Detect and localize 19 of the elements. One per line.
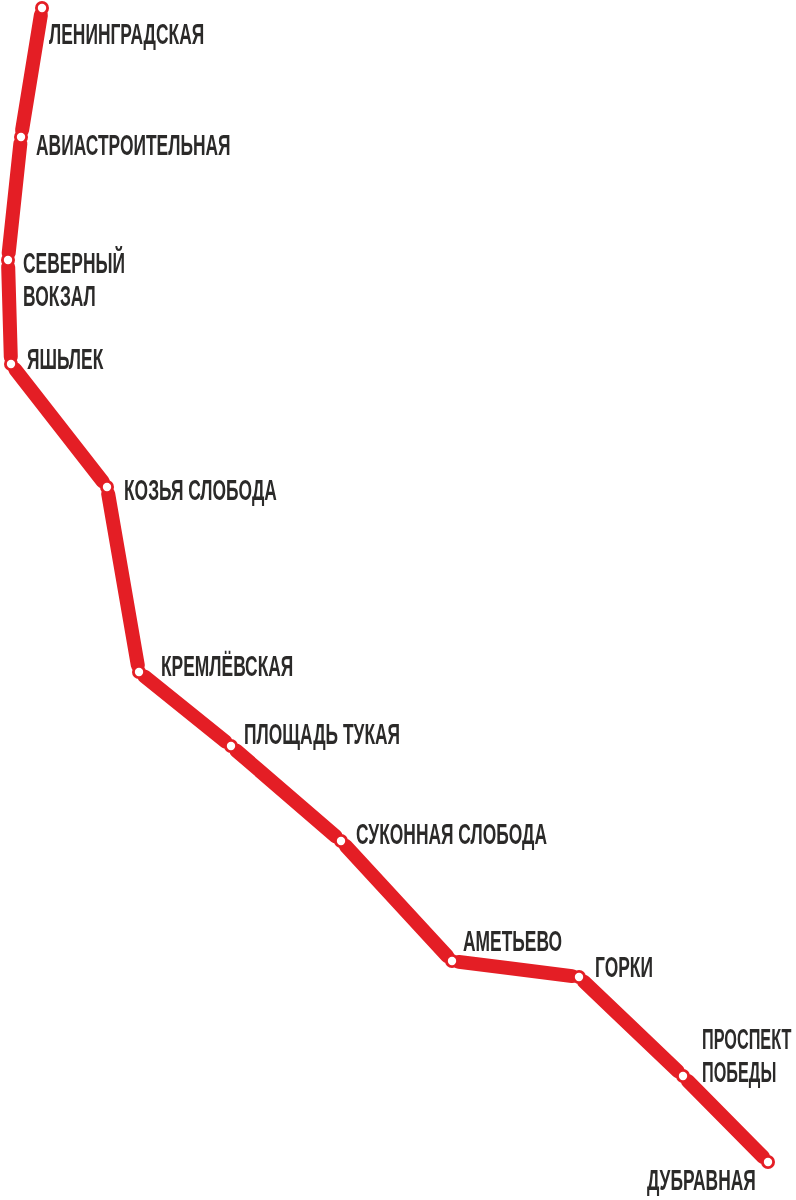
station-name: ГОРКИ (595, 951, 653, 984)
station-name: ПЛОЩАДЬ ТУКАЯ (244, 718, 401, 751)
station-name: ДУБРАВНАЯ (647, 1164, 756, 1197)
station-name: АМЕТЬЕВО (463, 925, 563, 958)
station-name: КОЗЬЯ СЛОБОДА (124, 474, 277, 507)
metro-line (137, 669, 233, 749)
station-name: ЛЕНИНГРАДСКАЯ (49, 18, 205, 51)
metro-line (338, 839, 455, 963)
metro-line (1, 137, 28, 260)
metro-line (577, 974, 685, 1079)
station-name: ЯШЬЛЕК (27, 343, 104, 376)
metro-line (229, 743, 343, 844)
station-name: СЕВЕРНЫЙ ВОКЗАЛ (23, 247, 126, 313)
station-name: ПРОСПЕКТ ПОБЕДЫ (702, 1023, 792, 1089)
station-name: СУКОННАЯ СЛОБОДА (356, 818, 547, 851)
station-name: АВИАСТРОИТЕЛЬНАЯ (36, 129, 231, 162)
metro-line (680, 1074, 771, 1164)
metro-line (8, 362, 110, 489)
station-name: КРЕМЛЁВСКАЯ (161, 650, 294, 683)
